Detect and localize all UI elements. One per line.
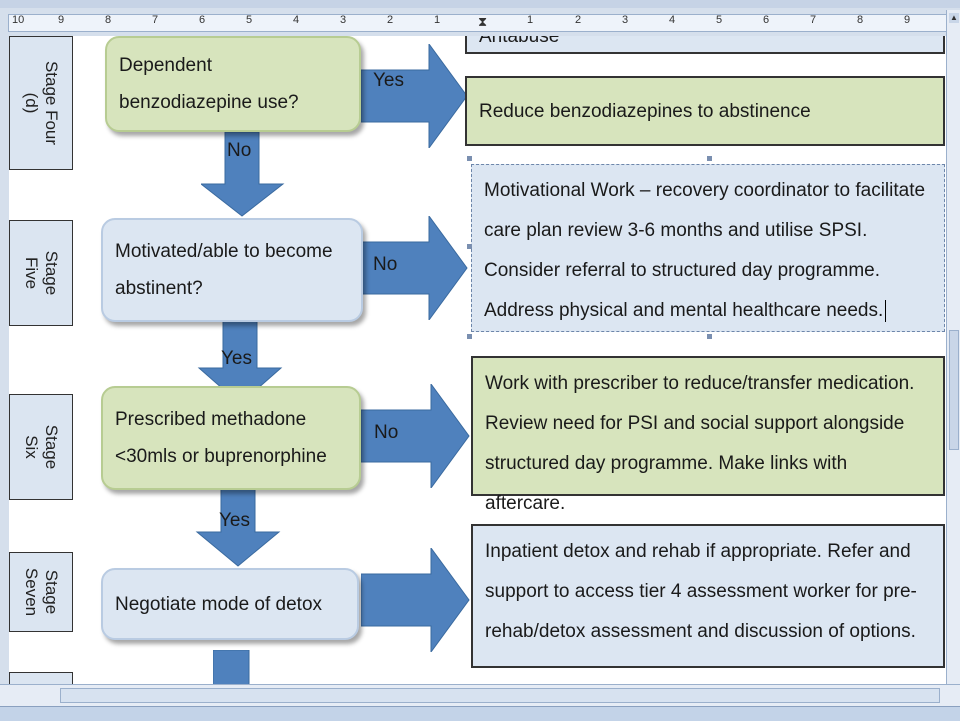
outcome-inpatient-text: Inpatient detox and rehab if appropriate… <box>485 541 917 642</box>
selection-handle[interactable] <box>707 334 712 339</box>
title-bar-strip <box>0 0 960 8</box>
outcome-motivational-text: Motivational Work – recovery coordinator… <box>484 180 926 321</box>
stage-five-text: Stage Five <box>22 250 61 296</box>
ruler-tick: 9 <box>58 14 65 26</box>
indent-marker-icon[interactable]: ⧗ <box>478 14 488 29</box>
ruler-tick: 1 <box>434 14 441 26</box>
outcome-reduce-benzo[interactable]: Reduce benzodiazepines to abstinence <box>465 76 945 146</box>
decision-methadone[interactable]: Prescribed methadone <30mls or buprenorp… <box>101 386 361 490</box>
document-page[interactable]: Stage Four (d) Stage Five Stage Six Stag… <box>9 36 946 684</box>
ruler-tick: 6 <box>199 14 206 26</box>
outcome-reduce-benzo-text: Reduce benzodiazepines to abstinence <box>479 101 811 122</box>
stage-six-label: Stage Six <box>9 394 73 500</box>
right-arrow <box>361 216 468 320</box>
ruler-tick: 4 <box>669 14 676 26</box>
decision-motivated[interactable]: Motivated/able to become abstinent? <box>101 218 363 322</box>
right-arrow <box>361 384 470 488</box>
ruler-tick: 2 <box>387 14 394 26</box>
stage-five-label: Stage Five <box>9 220 73 326</box>
decision-benzodiazepine-text: Dependent benzodiazepine use? <box>119 55 299 113</box>
yes-label: Yes <box>219 510 250 531</box>
outcome-prescriber-text: Work with prescriber to reduce/transfer … <box>485 373 915 514</box>
stage-six-text: Stage Six <box>22 424 61 470</box>
decision-detox[interactable]: Negotiate mode of detox <box>101 568 359 640</box>
ruler-tick: 3 <box>622 14 629 26</box>
ruler-tick: 7 <box>152 14 159 26</box>
ruler-tick: 8 <box>857 14 864 26</box>
vertical-scrollbar[interactable]: ▲ <box>946 10 960 684</box>
no-label: No <box>227 140 252 161</box>
selection-handle[interactable] <box>467 244 472 249</box>
outcome-partial-top[interactable]: Antabuse <box>465 36 945 54</box>
stage-four-text: Stage Four (d) <box>22 60 61 146</box>
selection-handle[interactable] <box>467 156 472 161</box>
ruler-tick: 6 <box>763 14 770 26</box>
ruler-tick: 10 <box>12 14 25 26</box>
outcome-motivational-work[interactable]: Motivational Work – recovery coordinator… <box>471 164 945 332</box>
ruler-tick: 8 <box>105 14 112 26</box>
down-arrow <box>201 132 285 217</box>
ruler-tick: 9 <box>904 14 911 26</box>
stage-seven-text: Stage Seven <box>22 567 61 617</box>
outcome-inpatient-detox[interactable]: Inpatient detox and rehab if appropriate… <box>471 524 945 668</box>
right-arrow <box>361 44 468 148</box>
ruler-tick: 5 <box>716 14 723 26</box>
yes-label: Yes <box>373 70 404 91</box>
selection-handle[interactable] <box>467 334 472 339</box>
ruler-tick: 7 <box>810 14 817 26</box>
stage-seven-label: Stage Seven <box>9 552 73 632</box>
no-label: No <box>373 254 398 275</box>
decision-methadone-text: Prescribed methadone <30mls or buprenorp… <box>115 409 327 467</box>
decision-motivated-text: Motivated/able to become abstinent? <box>115 241 333 299</box>
outcome-partial-top-text: Antabuse <box>479 36 560 47</box>
stage-four-label: Stage Four (d) <box>9 36 73 170</box>
decision-detox-text: Negotiate mode of detox <box>115 593 323 615</box>
ruler-tick: 3 <box>340 14 347 26</box>
down-arrow <box>213 650 250 684</box>
ruler-tick: 2 <box>575 14 582 26</box>
stage-next-label <box>9 672 73 684</box>
horizontal-scrollbar[interactable] <box>0 684 960 707</box>
right-arrow <box>361 548 470 652</box>
no-label: No <box>374 422 399 443</box>
outcome-prescriber[interactable]: Work with prescriber to reduce/transfer … <box>471 356 945 514</box>
status-bar <box>0 706 960 721</box>
down-arrow <box>195 488 281 567</box>
selection-handle[interactable] <box>707 156 712 161</box>
ruler-tick: 4 <box>293 14 300 26</box>
scroll-up-icon[interactable]: ▲ <box>949 13 959 23</box>
ruler-tick: 5 <box>246 14 253 26</box>
decision-benzodiazepine[interactable]: Dependent benzodiazepine use? <box>105 36 361 132</box>
horizontal-scroll-thumb[interactable] <box>60 688 940 703</box>
horizontal-ruler[interactable]: 10 9 8 7 6 5 4 3 2 1 ⧗ 1 2 3 4 5 6 7 8 9 <box>0 0 960 37</box>
text-cursor <box>885 299 887 322</box>
yes-label: Yes <box>221 348 252 369</box>
vertical-scroll-thumb[interactable] <box>949 330 959 450</box>
ruler-tick: 1 <box>527 14 534 26</box>
